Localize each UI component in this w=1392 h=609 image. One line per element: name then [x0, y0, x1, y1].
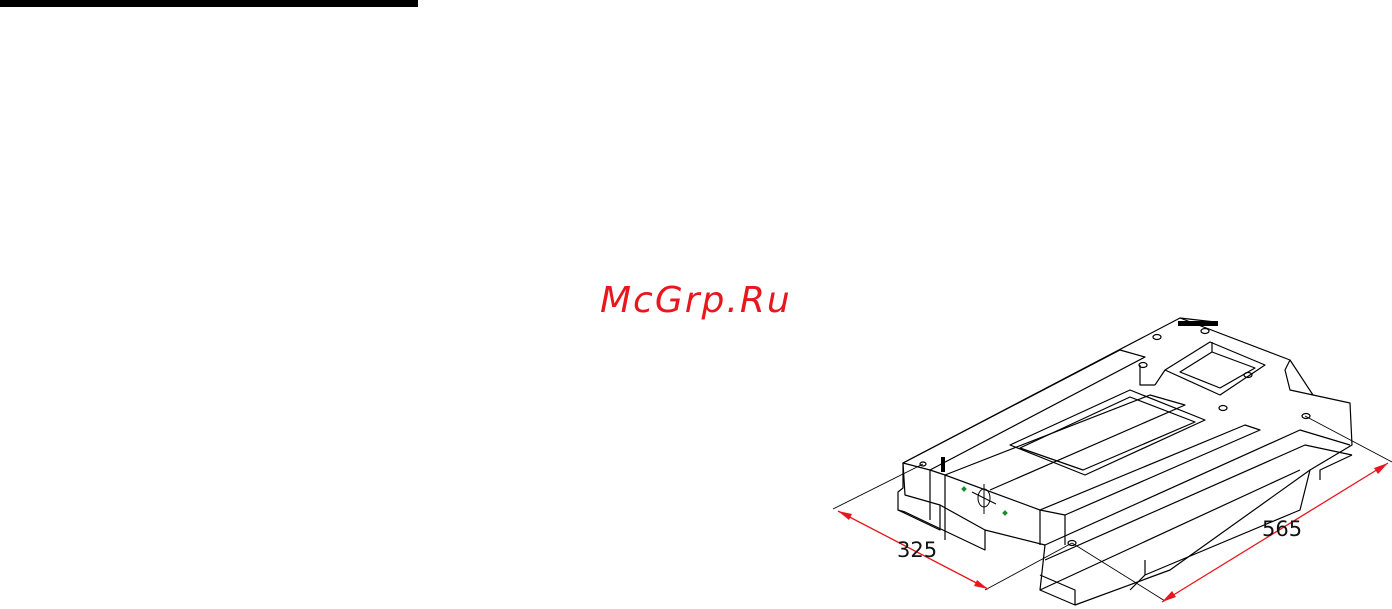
dimension-width-label: 325: [897, 538, 937, 562]
marker-block-top: [1178, 321, 1218, 326]
accent-mark-right: [1002, 510, 1008, 516]
accent-mark-left: [961, 486, 967, 492]
marker-block-left: [941, 457, 945, 472]
base-outline: [898, 318, 1352, 605]
dimension-length-label: 565: [1262, 517, 1302, 541]
dimension-width: [833, 464, 1072, 590]
dimension-length: [1072, 416, 1392, 602]
